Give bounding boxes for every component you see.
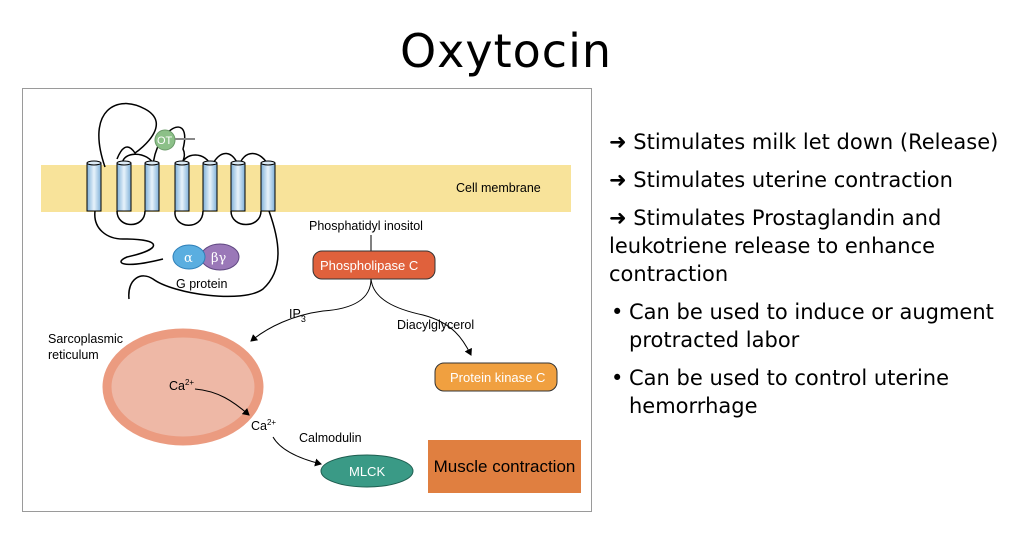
mlck-label: MLCK xyxy=(349,464,385,479)
protein-kinase-label: Protein kinase C xyxy=(450,370,545,385)
helix-7 xyxy=(260,162,276,212)
arrow-bullet: ➜ Stimulates Prostaglandin and leukotrie… xyxy=(609,206,942,286)
ca-outside-label: Ca2+ xyxy=(251,418,276,433)
sarcoplasmic-label-2: reticulum xyxy=(48,348,99,362)
dot-bullet: •Can be used to control uterine hemorrha… xyxy=(611,366,950,418)
helix-5 xyxy=(202,162,218,212)
bullet-list: ➜ Stimulates milk let down (Release) ➜ S… xyxy=(609,128,1004,430)
protein-kinase-c-box xyxy=(434,362,558,392)
slide-title: Oxytocin xyxy=(399,24,613,78)
diacylglycerol-label: Diacylglycerol xyxy=(397,318,474,332)
phosphatidyl-label: Phosphatidyl inositol xyxy=(309,219,423,233)
arrow-bullet: ➜ Stimulates uterine contraction xyxy=(609,168,953,192)
helix-3 xyxy=(144,162,160,212)
beta-gamma-label: βγ xyxy=(211,251,227,266)
arrow-bullet: ➜ Stimulates milk let down (Release) xyxy=(609,130,999,154)
helix-2 xyxy=(116,162,132,212)
g-protein-label: G protein xyxy=(176,277,227,291)
bullet-dot-icon: • xyxy=(611,300,624,324)
alpha-label: α xyxy=(184,251,193,266)
muscle-contraction-box: Muscle contraction xyxy=(428,440,581,493)
sarcoplasmic-reticulum xyxy=(102,328,264,446)
helix-6 xyxy=(230,162,246,212)
mlck-ellipse xyxy=(320,454,414,488)
phospholipase-label: Phospholipase C xyxy=(320,258,418,273)
ip3-label: IP3 xyxy=(289,307,306,324)
signaling-diagram: Cell membrane OT α xyxy=(22,88,592,512)
calmodulin-label: Calmodulin xyxy=(299,431,362,445)
bullet-dot-icon: • xyxy=(611,366,624,390)
dot-bullet: •Can be used to induce or augment protra… xyxy=(611,300,994,352)
pathway-svg: Cell membrane OT α xyxy=(41,102,571,488)
sarcoplasmic-label-1: Sarcoplasmic xyxy=(48,332,123,346)
ot-label: OT xyxy=(157,135,173,147)
g-protein-alpha xyxy=(172,244,206,270)
cell-membrane-label: Cell membrane xyxy=(456,181,541,195)
helix-4 xyxy=(174,162,190,212)
phospholipase-c-box xyxy=(312,250,436,280)
receptor-chain xyxy=(98,102,157,168)
ca-inside-label: Ca2+ xyxy=(169,378,194,393)
helix-1 xyxy=(86,162,102,212)
